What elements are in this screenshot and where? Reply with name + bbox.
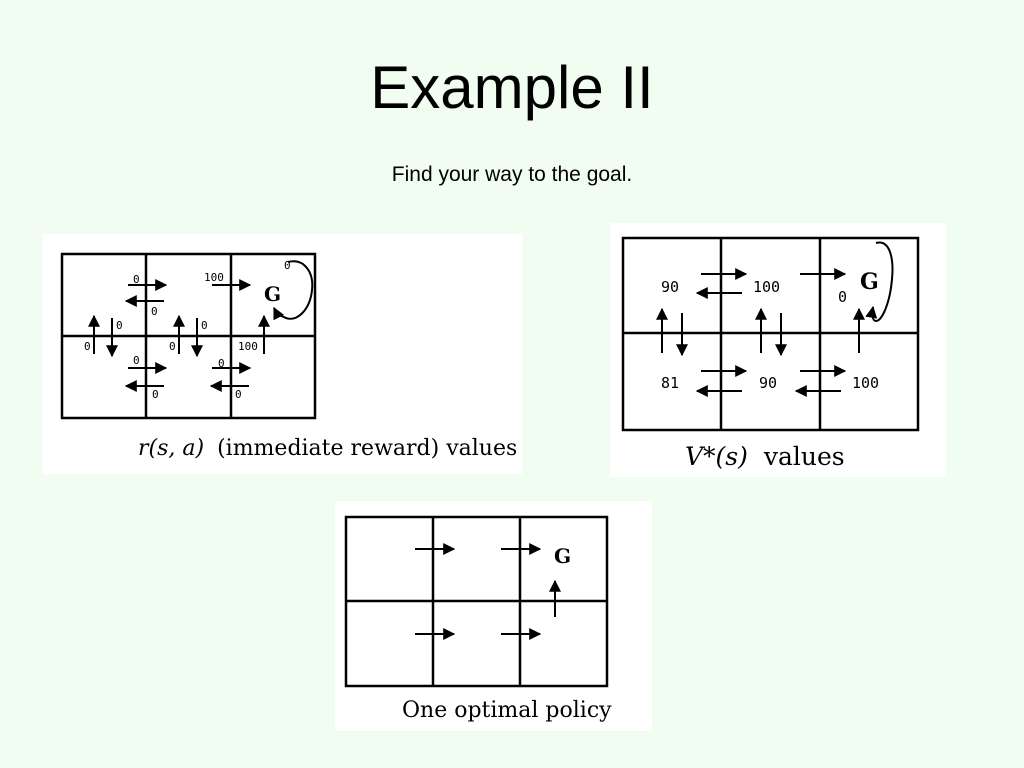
slide-subtitle: Find your way to the goal. <box>391 163 633 186</box>
value-f: 100 <box>852 374 879 392</box>
policy-grid <box>344 515 609 688</box>
value-e: 90 <box>759 374 777 392</box>
reward-e-right: 0 <box>218 357 225 370</box>
reward-f-left: 0 <box>235 388 242 401</box>
reward-c-up: 100 <box>238 340 258 353</box>
value-goal-label: G <box>860 269 879 295</box>
reward-b-up: 0 <box>169 340 176 353</box>
value-caption: V*(s) values <box>685 442 845 471</box>
reward-e-left: 0 <box>152 388 159 401</box>
reward-b-right: 100 <box>204 271 224 284</box>
reward-caption-math: r(s, a) <box>138 436 204 461</box>
reward-caption-text: (immediate reward) values <box>217 436 517 461</box>
value-c: 0 <box>838 288 847 306</box>
value-d: 81 <box>661 374 679 392</box>
reward-a-right: 0 <box>133 273 140 286</box>
slide-title: Example II <box>370 54 654 121</box>
reward-goal-loop: 0 <box>284 259 291 272</box>
optimal-value-diagram: G 90 100 0 81 90 100 V*(s) values <box>610 223 946 477</box>
reward-values-diagram: G 0 0 100 0 0 0 0 0 100 0 0 0 0 r(s, a) … <box>42 234 522 474</box>
value-caption-text: values <box>763 442 845 471</box>
reward-a-up: 0 <box>84 340 91 353</box>
policy-goal-label: G <box>554 544 571 568</box>
optimal-policy-diagram: G One optimal policy <box>335 501 652 731</box>
value-a: 90 <box>661 278 679 296</box>
goal-loop-arrow <box>273 260 314 321</box>
reward-caption: r(s, a) (immediate reward) values <box>138 436 517 461</box>
value-b: 100 <box>753 278 780 296</box>
policy-caption: One optimal policy <box>402 698 612 723</box>
value-goal-loop-arrow <box>865 241 894 323</box>
reward-b-down: 0 <box>201 319 208 332</box>
reward-b-left: 0 <box>151 305 158 318</box>
value-grid <box>621 236 920 432</box>
reward-d-right: 0 <box>133 354 140 367</box>
reward-a-down: 0 <box>116 319 123 332</box>
goal-label: G <box>264 282 281 306</box>
reward-grid <box>60 252 317 420</box>
value-caption-math: V*(s) <box>685 442 748 471</box>
